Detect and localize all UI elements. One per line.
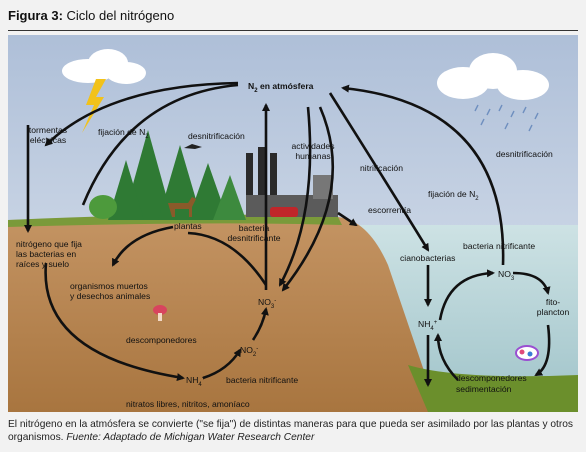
label-n2-atmosphere: N2 en atmósfera <box>248 81 314 94</box>
cycle-arrows <box>24 81 551 387</box>
figure-caption: El nitrógeno en la atmósfera se conviert… <box>8 418 578 444</box>
figure-title-text: Ciclo del nitrógeno <box>62 8 175 23</box>
label-no2-left: NO2- <box>240 345 258 358</box>
storms-line2: eléctricas <box>30 135 66 145</box>
fixing-line3: raíces y suelo <box>16 259 69 269</box>
label-no3-left: NO3- <box>258 297 276 310</box>
title-rule <box>8 30 578 31</box>
label-no3-right: NO3- <box>498 269 516 282</box>
fix-right-sub: 2 <box>475 196 479 202</box>
no2-left-no: NO <box>240 345 253 355</box>
arrow-no3-up <box>187 231 268 286</box>
arrow-decomp-nh4 <box>434 333 459 381</box>
label-fixation-right: fijación de N2 <box>428 189 479 202</box>
arrow-nitrif <box>281 106 335 292</box>
nh4-left-sub: 4 <box>198 382 202 388</box>
label-nh4-left: NH4+ <box>186 375 206 388</box>
nh4-right-sub: 4 <box>430 326 434 332</box>
figure-title: Figura 3: Ciclo del nitrógeno <box>8 8 174 23</box>
fix-left-sub: 2 <box>145 134 149 140</box>
label-nitrification: nitrificación <box>360 163 403 173</box>
lightning-icon <box>82 79 106 133</box>
fix-left-text: fijación de N <box>98 127 145 137</box>
human-line2: humanas <box>295 151 330 161</box>
label-nitrifying-left: bacteria nitrificante <box>226 375 298 385</box>
label-sedimentation: sedimentación <box>456 384 512 394</box>
label-decomposers-left: descomponedores <box>126 335 197 345</box>
fix-right-text: fijación de N <box>428 189 475 199</box>
no2-left-sub: 2 <box>253 352 257 358</box>
arrow-left-loop <box>44 262 185 382</box>
label-fixation-left: fijación de N2 <box>98 127 149 140</box>
dead-line2: y desechos animales <box>70 291 150 301</box>
deer <box>168 197 196 217</box>
label-cyanobacteria: cianobacterias <box>400 253 455 263</box>
n2-sub: 2 <box>254 88 258 94</box>
arrow-no2-no3 <box>251 307 269 341</box>
arrow-fix-n2 <box>81 83 239 206</box>
grass-strip <box>8 214 342 227</box>
arrow-no3-phyto <box>512 271 551 295</box>
label-phytoplankton: fito-plancton <box>537 297 570 317</box>
no3-right-sub: 3 <box>511 276 515 282</box>
label-decomposers-right: descomponedores <box>456 373 527 383</box>
nh4-left-sup: + <box>202 376 206 382</box>
no3-left-no: NO <box>258 297 271 307</box>
figure-title-prefix: Figura 3: <box>8 8 63 23</box>
no3-left-sup: - <box>274 298 276 304</box>
arrow-runoff <box>337 211 358 227</box>
factory <box>246 147 338 217</box>
arrow-n2-to-left <box>44 81 239 147</box>
arrow-nh4-no2 <box>202 348 242 380</box>
no3-right-sup: - <box>514 270 516 276</box>
dead-line1: organismos muertos <box>70 281 148 291</box>
no3-right-no: NO <box>498 269 511 279</box>
mushroom-icon <box>153 305 167 321</box>
rain-drops <box>474 104 539 132</box>
fixing-line2: las bacterias en <box>16 249 76 259</box>
no2-left-sup: - <box>256 346 258 352</box>
caption-text: El nitrógeno en la atmósfera se conviert… <box>8 419 574 443</box>
arrow-fixation-right <box>328 92 430 252</box>
label-nitrifying-right: bacteria nitrificante <box>463 241 535 251</box>
denitr-bact-line2: desnitrificante <box>227 233 280 243</box>
arrow-denitr-right <box>341 84 505 266</box>
label-plants: plantas <box>174 221 202 231</box>
label-denitrification-right: desnitrificación <box>496 149 553 159</box>
n2-rest: en atmósfera <box>258 81 314 91</box>
label-runoff: escorrentía <box>368 205 411 215</box>
rain-cloud <box>437 53 549 100</box>
fixing-line1: nitrógeno que fija <box>16 239 82 249</box>
car <box>270 207 298 217</box>
storm-cloud <box>62 49 146 84</box>
bird-icon <box>184 144 202 149</box>
phyto-line1: fito- <box>546 297 560 307</box>
n2-n: N <box>248 81 254 91</box>
label-nh4-right: NH4+ <box>418 319 438 332</box>
no3-left-sub: 3 <box>271 304 275 310</box>
nh4-left-nh: NH <box>186 375 198 385</box>
nh4-right-nh: NH <box>418 319 430 329</box>
nh4-right-sup: + <box>434 320 438 326</box>
human-line1: actividades <box>292 141 335 151</box>
arrow-phyto-decomp <box>534 324 551 377</box>
arrow-plants-dead <box>111 225 174 267</box>
label-denitrification-left: desnitrificación <box>188 131 245 141</box>
arrow-human <box>278 106 312 287</box>
denitr-bact-line1: bacteria <box>239 223 270 233</box>
arrow-right-loop-up <box>438 269 495 321</box>
storms-line1: tormentas <box>29 125 67 135</box>
label-free-nitrates: nitratos libres, nitritos, amoníaco <box>126 399 250 409</box>
plankton-icon <box>515 345 539 361</box>
phyto-line2: plancton <box>537 307 570 317</box>
shore-grass <box>408 365 578 412</box>
caption-source: Fuente: Adaptado de Michigan Water Resea… <box>66 432 315 443</box>
